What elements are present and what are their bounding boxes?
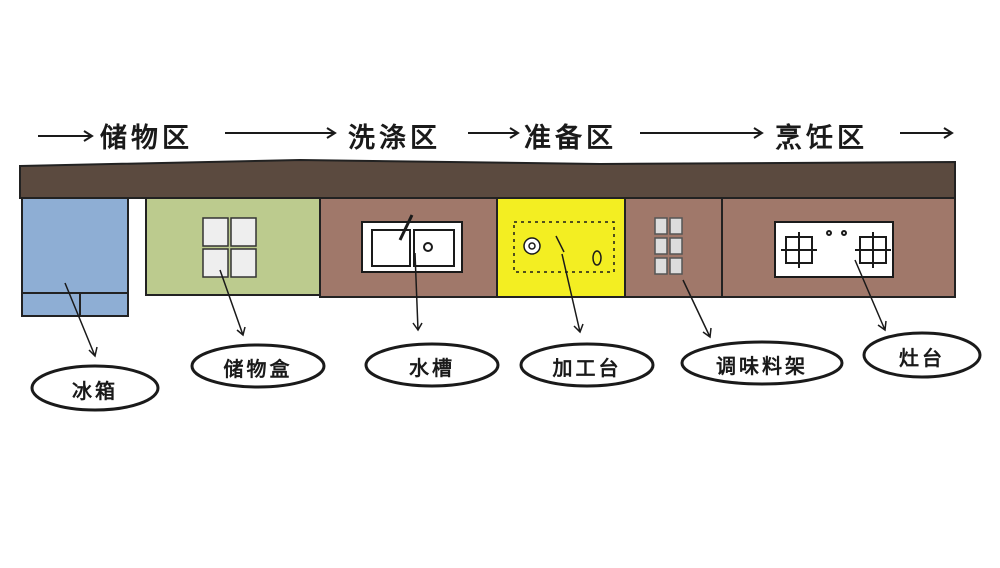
label-storage-box: 储物盒 — [223, 357, 293, 381]
arrow-2 — [225, 127, 337, 139]
label-ellipses — [30, 331, 982, 412]
sink-icon — [361, 214, 463, 273]
label-fridge: 冰箱 — [72, 379, 118, 403]
arrow-3 — [468, 127, 520, 139]
flow-arrows — [38, 127, 954, 142]
label-stove: 灶台 — [899, 346, 945, 370]
storage-box-icon — [202, 217, 257, 278]
arrow-4 — [640, 127, 764, 139]
cutting-board-icon — [513, 221, 615, 273]
zone-prep-label: 准备区 — [524, 123, 617, 154]
label-sink: 水槽 — [409, 356, 455, 380]
zone-washing-label: 洗涤区 — [348, 123, 441, 154]
zone-storage-label: 储物区 — [100, 123, 193, 154]
arrow-5 — [900, 127, 954, 139]
zone-cooking-label: 烹饪区 — [775, 123, 868, 154]
arrow-1 — [38, 130, 94, 142]
spice-rack-icon — [654, 217, 683, 275]
label-prep-table: 加工台 — [552, 356, 622, 380]
stove-icon — [774, 221, 894, 278]
pointer-arrows — [64, 252, 887, 358]
label-spice-rack: 调味料架 — [716, 354, 808, 378]
countertop — [19, 158, 956, 199]
fridge-block — [21, 197, 129, 317]
